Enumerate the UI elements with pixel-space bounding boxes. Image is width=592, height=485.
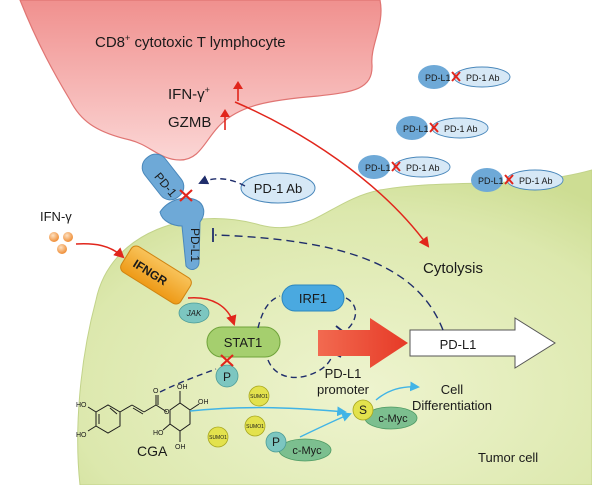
svg-text:SUMO1: SUMO1 [250, 394, 268, 400]
t-cell-membrane [19, 0, 382, 161]
svg-text:IRF1: IRF1 [299, 291, 327, 306]
differentiation-label: Differentiation [412, 398, 492, 413]
cga-to-smyc-arrow [189, 406, 347, 417]
cga-oh-top: OH [177, 384, 188, 391]
stat1-phospho: P [215, 364, 239, 388]
svg-text:PD-L1: PD-L1 [365, 163, 391, 173]
promoter-label-line2: promoter [317, 382, 370, 397]
pd1-receptor: PD-1 [141, 153, 185, 201]
svg-text:JAK: JAK [186, 309, 202, 318]
ifng-molecules [49, 232, 73, 254]
stat1-protein: STAT1 [206, 326, 281, 358]
pd1-pdl1-block-x-icon [179, 189, 193, 202]
ifng-label: IFN-γ [40, 209, 72, 224]
s-cmyc: S c-Myc [352, 399, 418, 430]
svg-text:SUMO1: SUMO1 [209, 435, 227, 441]
cga-o-ester: O [164, 409, 170, 416]
svg-text:SUMO1: SUMO1 [246, 424, 264, 430]
svg-text:PD-L1: PD-L1 [440, 337, 477, 352]
complex-block-x-icon [429, 122, 439, 133]
stat1-to-promoter-dashed [267, 351, 335, 379]
cga-o-top: O [153, 388, 159, 395]
cell-label: Cell [441, 382, 464, 397]
sumo1-bead: SUMO1 [244, 415, 266, 437]
svg-text:PD-L1: PD-L1 [478, 176, 504, 186]
svg-text:PD-1 Ab: PD-1 Ab [254, 181, 302, 196]
sumo1-bead: SUMO1 [248, 385, 270, 407]
svg-text:PD-L1: PD-L1 [188, 228, 202, 262]
pdl1-ab-complex: PD-L1 PD-1 Ab [418, 65, 511, 89]
pdl1-ab-complex: PD-L1 PD-1 Ab [471, 168, 564, 192]
complex-block-x-icon [504, 174, 514, 185]
cga-ho-top: HO [76, 402, 87, 409]
svg-text:PD-L1: PD-L1 [425, 73, 451, 83]
cga-oh-bottom: OH [175, 444, 186, 451]
irf1-protein: IRF1 [281, 284, 345, 312]
pdl1-ab-complex: PD-L1 PD-1 Ab [396, 116, 489, 140]
p-cmyc: P c-Myc [265, 431, 332, 462]
smyc-to-differentiation-arrow [375, 381, 420, 401]
cytolysis-label: Cytolysis [423, 260, 483, 277]
pcmyc-to-smyc-arrow [299, 412, 352, 438]
t-cell-title: CD8+ cytotoxic T lymphocyte [95, 33, 286, 51]
stat1-to-irf1-dashed [257, 295, 281, 329]
svg-text:PD-1 Ab: PD-1 Ab [406, 163, 440, 173]
svg-text:PD-1 Ab: PD-1 Ab [444, 124, 478, 134]
svg-text:PD-1 Ab: PD-1 Ab [466, 73, 500, 83]
ifng-plus-label: IFN-γ+ [168, 85, 210, 103]
svg-text:PD-1 Ab: PD-1 Ab [519, 176, 553, 186]
cga-ho-lower: HO [153, 430, 164, 437]
svg-text:S: S [359, 403, 367, 417]
svg-text:c-Myc: c-Myc [378, 413, 408, 425]
stat1-phospho-block-x-icon [220, 354, 234, 367]
pdl1-to-membrane-dashed [214, 234, 444, 331]
complex-block-x-icon [451, 71, 461, 82]
ifng-to-ifngr-arrow [75, 243, 125, 259]
jak-kinase: JAK [178, 302, 210, 324]
cga-to-stat1-dashed [159, 368, 217, 393]
irf1-to-promoter-dashed [343, 297, 357, 333]
cga-structure [87, 391, 200, 442]
cga-ho-bottom: HO [76, 432, 87, 439]
tumor-cell-label: Tumor cell [478, 450, 538, 465]
complex-block-x-icon [391, 161, 401, 172]
svg-text:P: P [223, 370, 231, 384]
promoter-expression-arrow [318, 318, 408, 368]
pdl1-membrane-receptor: PD-L1 [159, 197, 205, 270]
promoter-label-line1: PD-L1 [325, 366, 362, 381]
ab-to-pd1-dashed-arrow [198, 175, 246, 187]
svg-text:PD-L1: PD-L1 [403, 124, 429, 134]
svg-text:P: P [272, 435, 280, 449]
sumo1-bead: SUMO1 [207, 426, 229, 448]
svg-text:c-Myc: c-Myc [292, 445, 322, 457]
gzmb-label: GZMB [168, 114, 211, 131]
pdl1-ab-complex: PD-L1 PD-1 Ab [358, 155, 451, 179]
cga-label: CGA [137, 443, 168, 459]
svg-text:STAT1: STAT1 [224, 335, 263, 350]
pd1-antibody: PD-1 Ab [240, 172, 316, 204]
gzmb-to-cytolysis-arrow [234, 101, 430, 248]
gzmb-up-arrow-icon [220, 109, 230, 130]
cga-oh-right: OH [198, 399, 209, 406]
pdl1-product-arrow: PD-L1 [409, 317, 556, 369]
ifng-up-arrow-icon [233, 81, 243, 101]
jak-to-stat1-arrow [187, 297, 237, 326]
